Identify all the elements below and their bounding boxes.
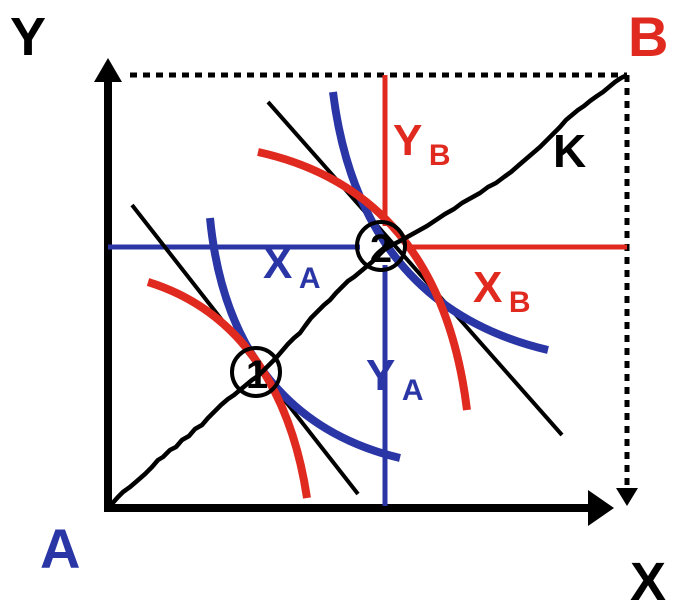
- contract-curve-k: [108, 72, 629, 508]
- ya-label-sub: A: [402, 374, 424, 407]
- point-2-circle: [355, 220, 407, 272]
- x-axis-label: X: [630, 552, 666, 606]
- point-2-label: 2: [370, 227, 392, 271]
- y-axis-arrowhead: [94, 58, 122, 82]
- ya-label-main: Y: [366, 351, 395, 400]
- xb-label-sub: B: [509, 286, 531, 319]
- point-1-label: 1: [246, 353, 268, 397]
- yb-label-main: Y: [393, 116, 422, 165]
- xa-label-main: X: [263, 239, 292, 288]
- xa-label: X A: [263, 239, 320, 295]
- xb-label-main: X: [473, 263, 502, 312]
- yb-label-sub: B: [429, 139, 451, 172]
- price-line-2: [266, 100, 564, 437]
- indifference-curve-b-1: [146, 278, 311, 499]
- point-1-circle: [230, 346, 282, 398]
- xb-label: X B: [473, 263, 530, 319]
- box-right-arrowhead: [616, 488, 638, 506]
- origin-b-label: B: [628, 5, 668, 68]
- ya-label: Y A: [366, 351, 423, 407]
- yb-label: Y B: [393, 116, 450, 172]
- origin-a-label: A: [40, 517, 80, 580]
- xa-label-sub: A: [299, 262, 321, 295]
- x-axis-arrowhead: [588, 490, 614, 526]
- y-axis-label: Y: [10, 7, 46, 67]
- contract-curve-label: K: [553, 125, 586, 177]
